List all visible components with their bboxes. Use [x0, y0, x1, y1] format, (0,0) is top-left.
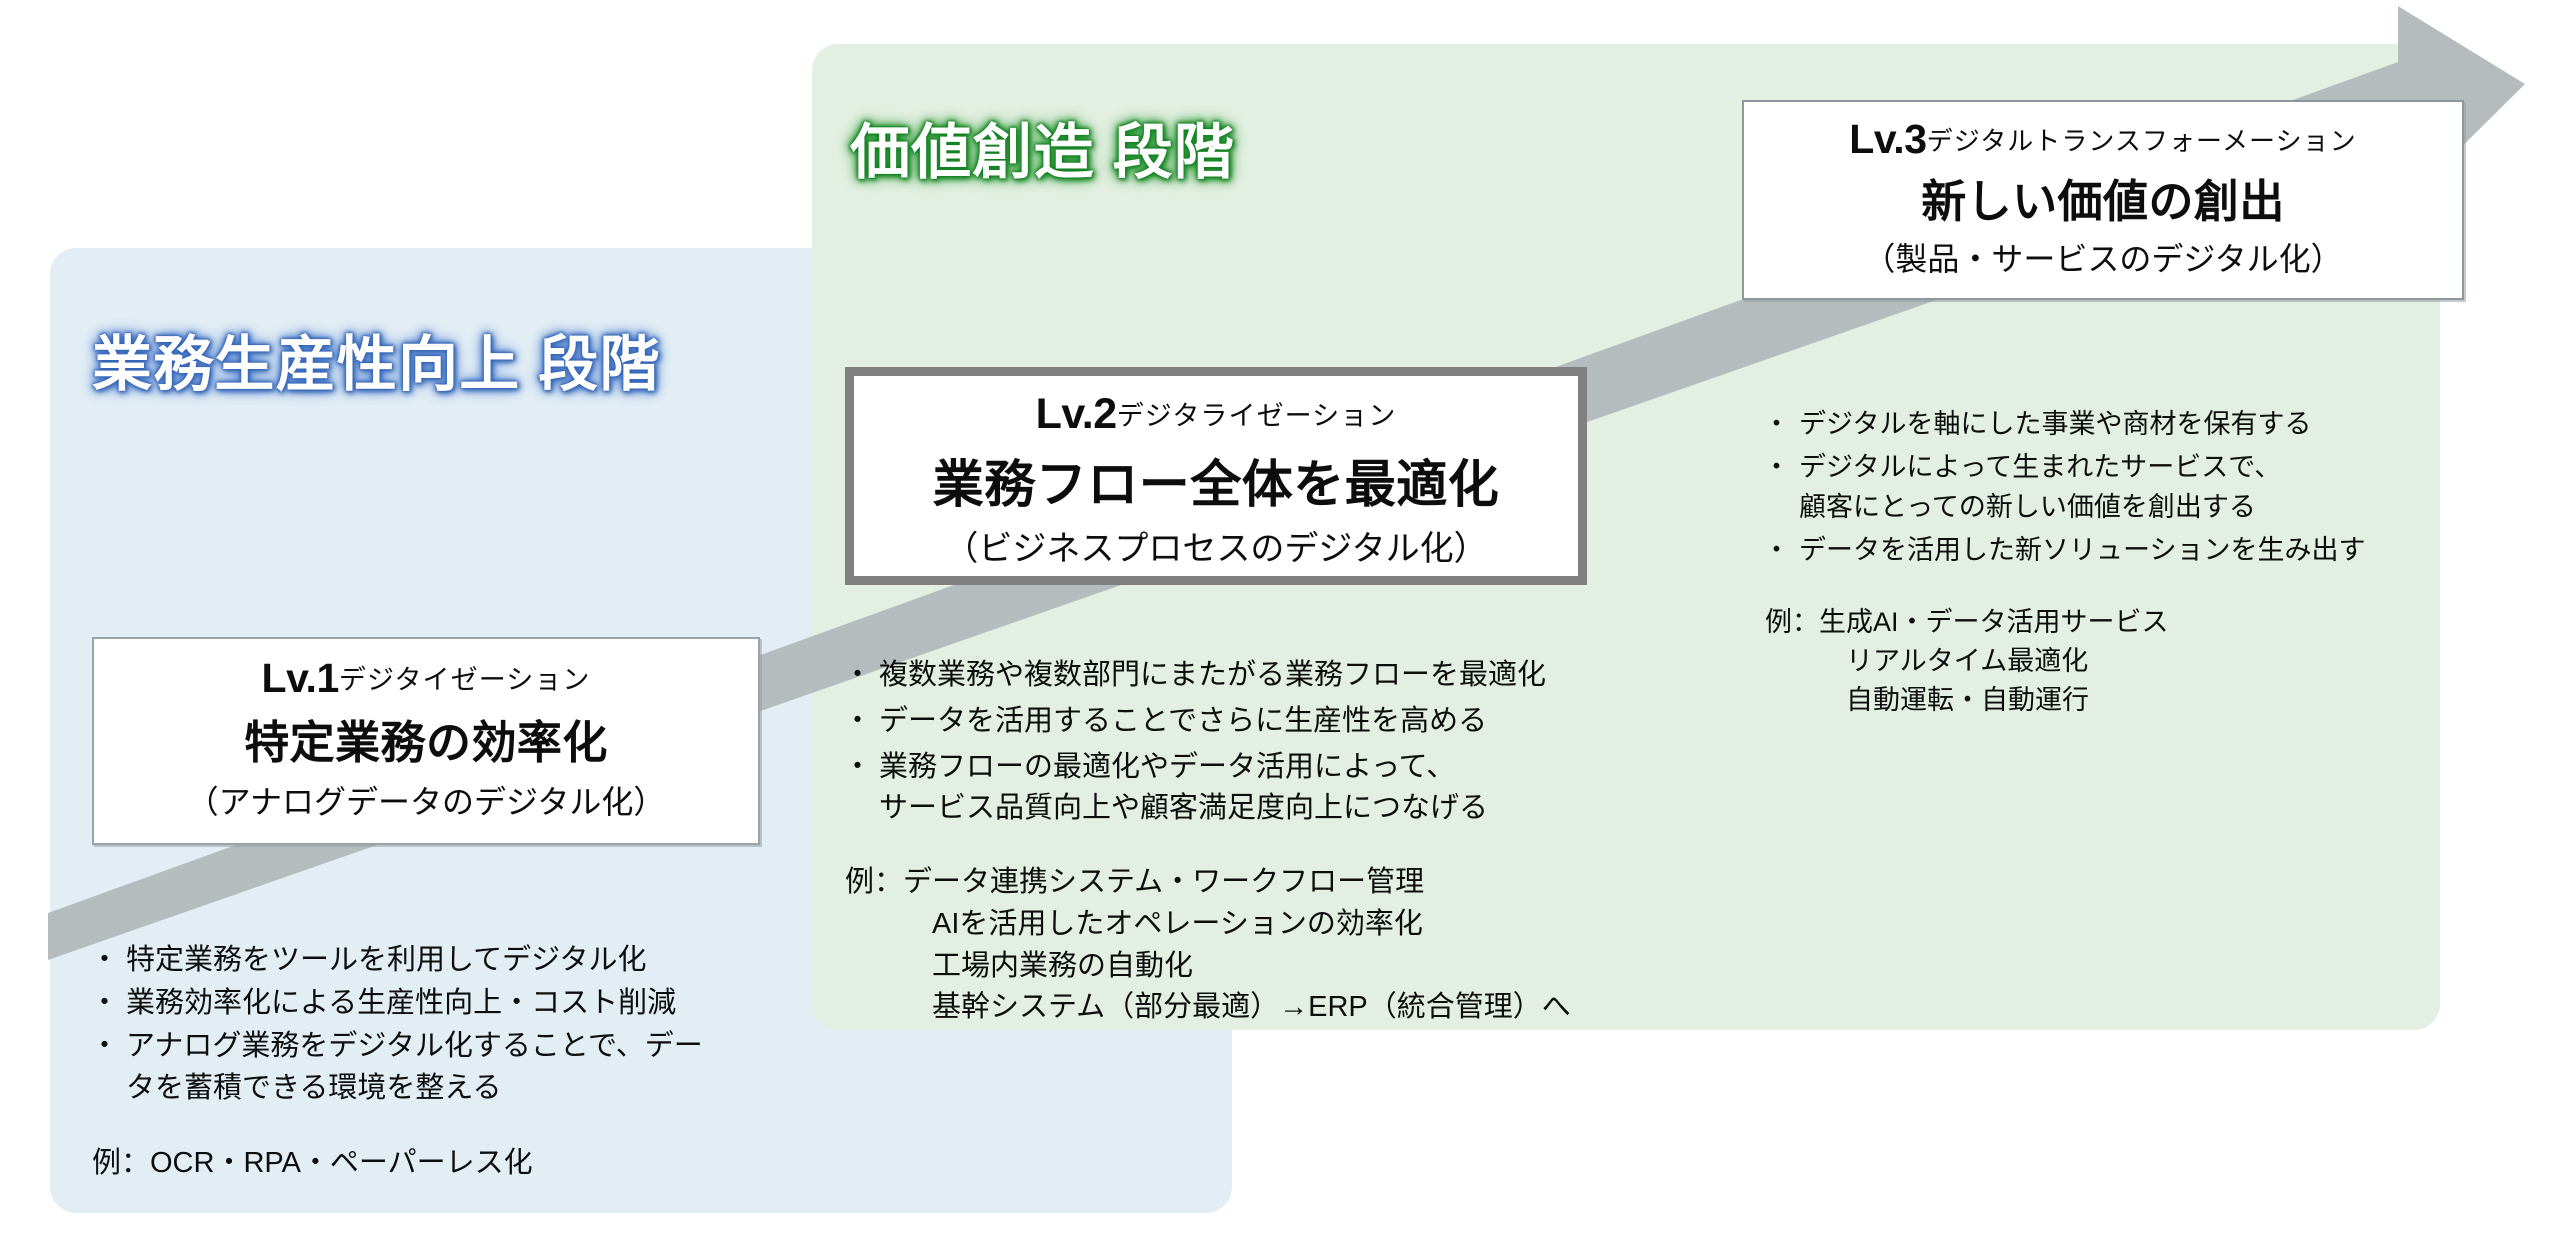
lv1-title-line: Lv.1デジタイゼーション: [94, 655, 758, 702]
lv1-bullet-list: 特定業務をツールを利用してデジタル化 業務効率化による生産性向上・コスト削減 ア…: [90, 940, 703, 1109]
list-item: データを活用することでさらに生産性を高める: [843, 701, 1571, 743]
stage-title-productivity: 業務生産性向上 段階: [92, 331, 661, 398]
lv2-headline: 業務フロー全体を最適化: [932, 456, 1500, 513]
lv3-example: 例：生成AI・データ活用サービス リアルタイム最適化 自動運転・自動運行: [1765, 606, 2169, 716]
lv2-subtitle: （ビジネスプロセスのデジタル化）: [944, 530, 1488, 568]
level-box-lv2[interactable]: Lv.2デジタライゼーション 業務フロー全体を最適化 （ビジネスプロセスのデジタ…: [845, 367, 1587, 585]
lv2-kana: デジタライゼーション: [1116, 401, 1397, 431]
level-details-lv2: 複数業務や複数部門にまたがる業務フローを最適化 データを活用することでさらに生産…: [843, 655, 1571, 1029]
lv3-subtitle: （製品・サービスのデジタル化）: [1863, 241, 2343, 277]
stage-title-value-creation: 価値創造 段階: [850, 119, 1236, 186]
lv2-tag: Lv.2: [1035, 390, 1118, 438]
lv1-kana: デジタイゼーション: [338, 665, 591, 695]
level-box-lv1[interactable]: Lv.1デジタイゼーション 特定業務の効率化 （アナログデータのデジタル化）: [92, 637, 760, 845]
list-item: アナログ業務をデジタル化することで、デー タを蓄積できる環境を整える: [90, 1026, 703, 1108]
lv3-tag: Lv.3: [1849, 116, 1927, 162]
list-item: 業務効率化による生産性向上・コスト削減: [90, 983, 703, 1024]
list-item: データを活用した新ソリューションを生み出す: [1763, 531, 2365, 571]
lv1-example: 例：OCR・RPA・ペーパーレス化: [92, 1146, 533, 1179]
list-item: 特定業務をツールを利用してデジタル化: [90, 940, 703, 981]
level-details-lv3: デジタルを軸にした事業や商材を保有する デジタルによって生まれたサービスで、 顧…: [1763, 405, 2365, 721]
lv3-kana: デジタルトランスフォーメーション: [1926, 126, 2357, 156]
lv2-title-line: Lv.2デジタライゼーション: [854, 390, 1578, 439]
level-details-lv1: 特定業務をツールを利用してデジタル化 業務効率化による生産性向上・コスト削減 ア…: [90, 940, 703, 1184]
list-item: デジタルによって生まれたサービスで、 顧客にとっての新しい価値を創出する: [1763, 448, 2365, 527]
lv3-title-line: Lv.3デジタルトランスフォーメーション: [1744, 116, 2462, 163]
lv1-subtitle: （アナログデータのデジタル化）: [186, 784, 666, 820]
lv3-bullet-list: デジタルを軸にした事業や商材を保有する デジタルによって生まれたサービスで、 顧…: [1763, 405, 2365, 571]
lv1-headline: 特定業務の効率化: [244, 717, 608, 768]
list-item: 業務フローの最適化やデータ活用によって、 サービス品質向上や顧客満足度向上につな…: [843, 747, 1571, 831]
list-item: デジタルを軸にした事業や商材を保有する: [1763, 405, 2365, 445]
lv2-bullet-list: 複数業務や複数部門にまたがる業務フローを最適化 データを活用することでさらに生産…: [843, 655, 1571, 831]
level-box-lv3[interactable]: Lv.3デジタルトランスフォーメーション 新しい価値の創出 （製品・サービスのデ…: [1742, 100, 2464, 300]
lv1-tag: Lv.1: [261, 655, 340, 701]
lv3-headline: 新しい価値の創出: [1921, 176, 2285, 227]
lv2-example: 例：データ連携システム・ワークフロー管理 AIを活用したオペレーションの効率化 …: [845, 866, 1571, 1024]
list-item: 複数業務や複数部門にまたがる業務フローを最適化: [843, 655, 1571, 697]
